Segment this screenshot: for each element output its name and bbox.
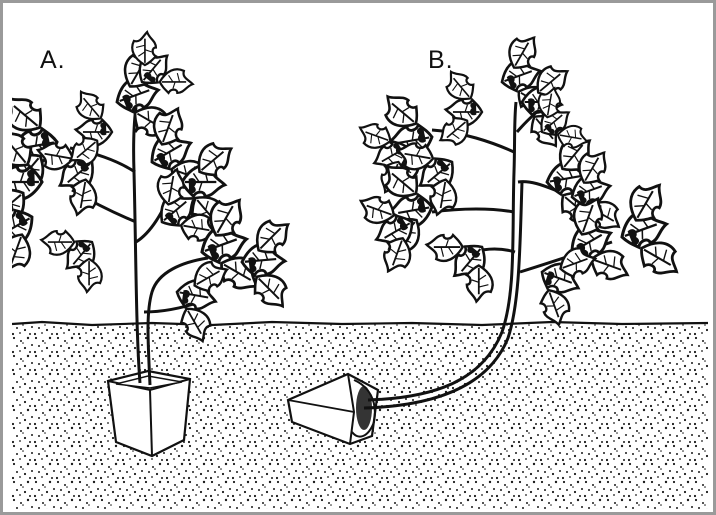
illustration-canvas: A. B. <box>12 12 708 509</box>
illustration-svg <box>12 12 708 509</box>
panel-label-a: A. <box>40 46 66 75</box>
panel-label-b: B. <box>428 46 454 75</box>
